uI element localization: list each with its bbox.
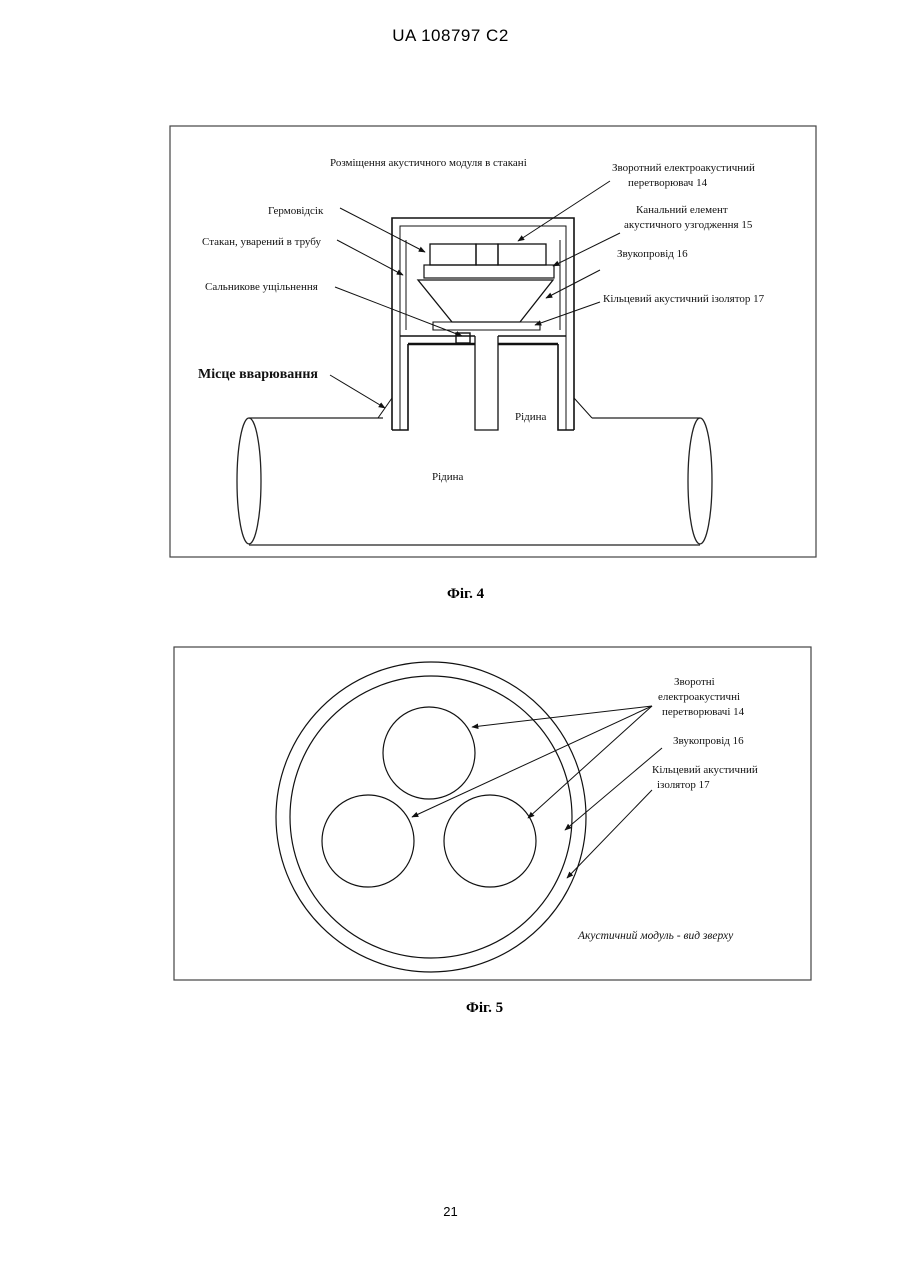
label-top-view-title: Акустичний модуль - вид зверху [577,929,734,942]
label-ring-isolator: Кільцевий акустичний ізолятор 17 [603,293,765,305]
matching-element [418,280,553,330]
transducer-circle-left [322,795,414,887]
cup-body [392,218,574,430]
label-weld-place: Місце вварювання [198,367,318,382]
label-sealed-compartment: Гермовідсік [268,205,324,217]
label-channel-2: акустичного узгодження 15 [624,219,753,231]
label-gland-seal: Сальникове ущільнення [205,281,318,293]
label-channel-1: Канальний елемент [636,204,728,216]
label-isolator-2: ізолятор 17 [657,779,710,791]
label-sound-guide-5: Звукопровід 16 [673,735,744,747]
label-transducer-2: перетворювач 14 [628,177,708,189]
label-transducers-3: перетворювачі 14 [662,706,745,718]
label-liquid-pipe: Рідина [432,471,464,483]
figure-5-caption: Фіг. 5 [466,1000,503,1016]
figure-4-caption: Фіг. 4 [447,586,485,602]
transducer-circle-top [383,707,475,799]
page-number: 21 [0,1204,901,1219]
label-transducers-2: електроакустичні [658,691,740,703]
label-sound-guide: Звукопровід 16 [617,248,688,260]
label-isolator-1: Кільцевий акустичний [652,764,758,776]
transducer-circle-right [444,795,536,887]
label-transducer-1: Зворотний електроакустичний [612,162,755,174]
figure-4: Розміщення акустичного модуля в стакані [170,126,816,602]
figure-5-leaders [412,706,662,878]
label-cup-welded: Стакан, уварений в трубу [202,236,321,248]
figure-4-title: Розміщення акустичного модуля в стакані [330,157,527,169]
label-transducers-1: Зворотні [674,676,715,688]
figure-4-frame [170,126,816,557]
figure-5: Зворотні електроакустичні перетворювачі … [174,647,811,1016]
pipe [237,418,712,545]
label-liquid-cup: Рідина [515,411,547,423]
acoustic-module-top-view [276,662,586,972]
sound-guide-tube [456,333,498,430]
transducers [424,244,554,278]
